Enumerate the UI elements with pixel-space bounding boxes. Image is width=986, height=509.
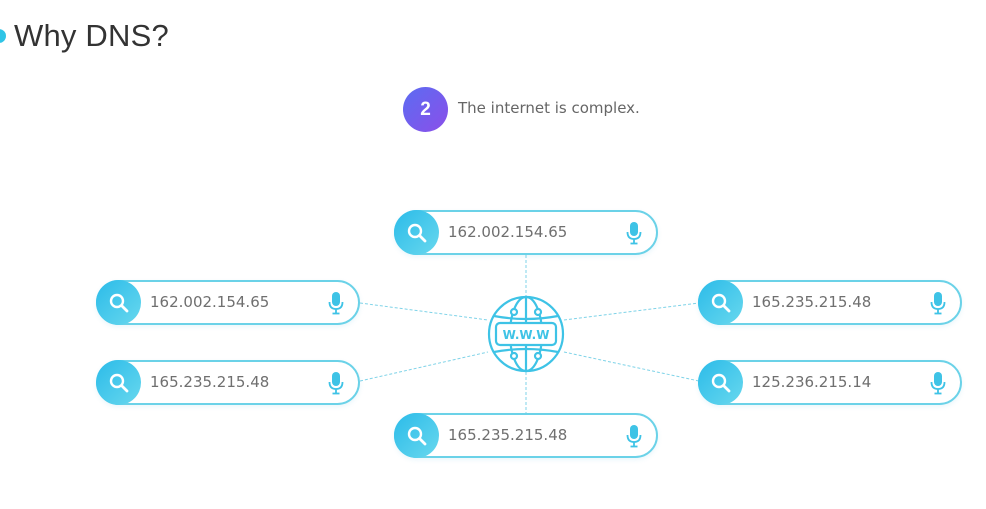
globe-label: W.W.W	[503, 328, 550, 342]
search-icon[interactable]	[394, 210, 439, 255]
ip-address-text: 165.235.215.48	[752, 293, 872, 311]
search-bar-bottom[interactable]: 165.235.215.48	[394, 413, 658, 458]
ip-address-text: 165.235.215.48	[448, 426, 568, 444]
step-caption: The internet is complex.	[458, 99, 640, 117]
search-bar-top[interactable]: 162.002.154.65	[394, 210, 658, 255]
microphone-icon[interactable]	[626, 424, 642, 452]
microphone-icon[interactable]	[328, 291, 344, 319]
search-bar-left-upper[interactable]: 162.002.154.65	[96, 280, 360, 325]
ip-address-text: 125.236.215.14	[752, 373, 872, 391]
connector-right-lower	[563, 351, 700, 382]
connector-left-upper	[359, 302, 489, 321]
search-icon[interactable]	[698, 280, 743, 325]
connector-right-upper	[563, 302, 700, 321]
step-number-badge: 2	[403, 87, 448, 132]
search-icon[interactable]	[96, 280, 141, 325]
microphone-icon[interactable]	[626, 221, 642, 249]
ip-address-text: 162.002.154.65	[150, 293, 270, 311]
search-bar-right-lower[interactable]: 125.236.215.14	[698, 360, 962, 405]
search-icon[interactable]	[96, 360, 141, 405]
connector-left-lower	[359, 351, 489, 382]
www-globe-icon: W.W.W	[487, 295, 565, 373]
search-bar-left-lower[interactable]: 165.235.215.48	[96, 360, 360, 405]
ip-address-text: 162.002.154.65	[448, 223, 568, 241]
microphone-icon[interactable]	[328, 371, 344, 399]
microphone-icon[interactable]	[930, 291, 946, 319]
title-bullet	[0, 29, 6, 43]
page-title: Why DNS?	[14, 18, 169, 53]
ip-address-text: 165.235.215.48	[150, 373, 270, 391]
search-icon[interactable]	[394, 413, 439, 458]
microphone-icon[interactable]	[930, 371, 946, 399]
search-bar-right-upper[interactable]: 165.235.215.48	[698, 280, 962, 325]
search-icon[interactable]	[698, 360, 743, 405]
